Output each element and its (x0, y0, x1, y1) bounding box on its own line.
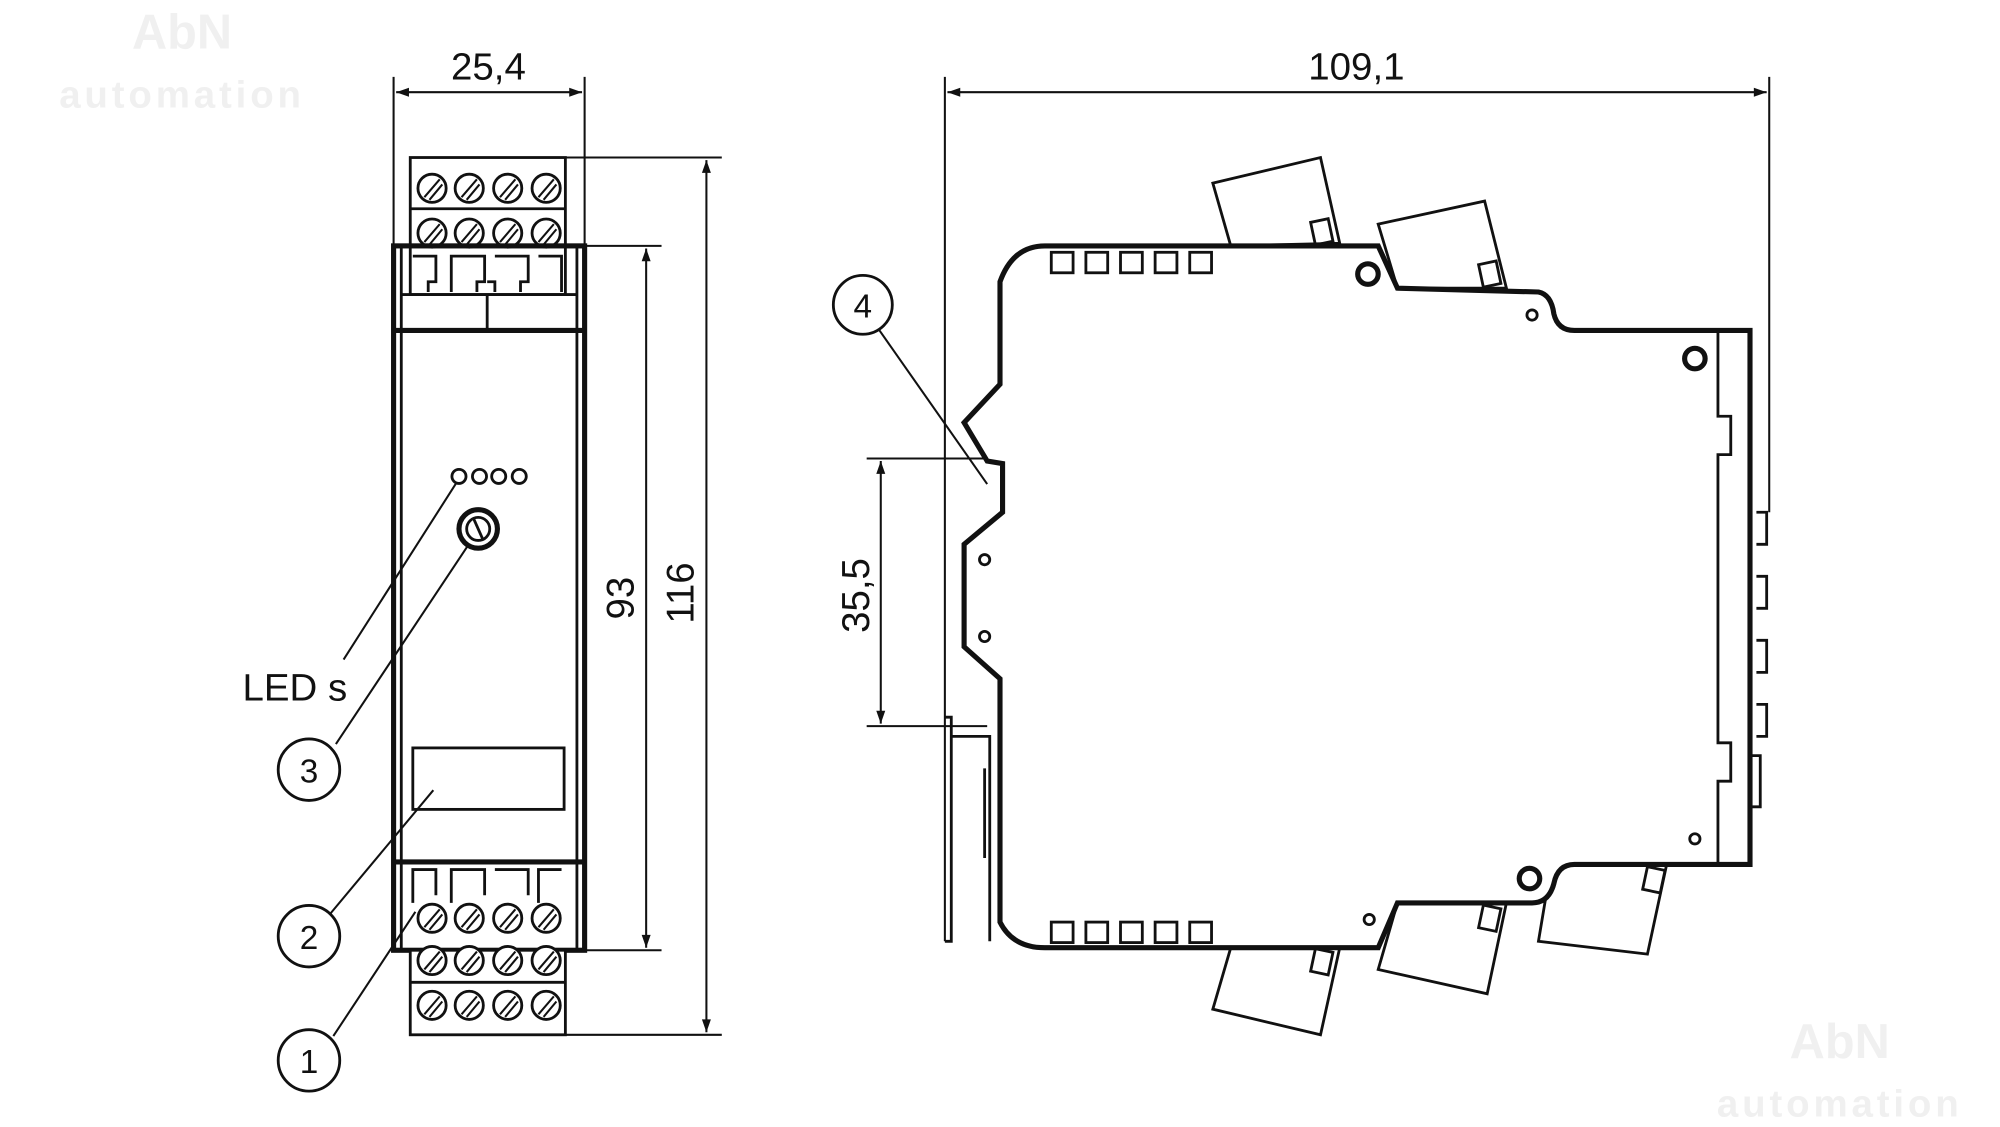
terminal-screw-icon (492, 217, 524, 249)
rail-dim-label: 35,5 (835, 558, 878, 633)
led-icon (510, 467, 528, 485)
front-view: 25,4 (243, 45, 722, 1093)
terminal-screw-icon (530, 902, 562, 934)
callout-4-label: 4 (854, 289, 873, 326)
callout-3 (276, 737, 342, 802)
watermark-text: AbN (132, 6, 232, 60)
hole-icon (1688, 832, 1702, 846)
top-terminal-openings (1049, 250, 1213, 275)
screw-icons-side (978, 261, 1708, 927)
screw-icon (1682, 345, 1708, 372)
screw-icon (1516, 865, 1543, 892)
terminal-opening (1049, 920, 1075, 944)
led-icon (450, 467, 468, 485)
terminal-screw-icon (453, 902, 485, 934)
bottom-terminal-openings (1049, 920, 1213, 944)
potentiometer-icon (456, 507, 501, 551)
callout-2 (276, 904, 342, 969)
side-view: 109,1 (831, 45, 1771, 1037)
callout-4 (831, 273, 894, 336)
terminal-screw-icon (416, 945, 448, 977)
hole-icon (978, 629, 992, 644)
watermark-top-left: AbN automation (59, 6, 305, 117)
screw-icon (1355, 261, 1381, 287)
terminal-screw-icon (453, 945, 485, 977)
watermark-bottom-right: AbN automation (1717, 1015, 1963, 1126)
inner-height-dimension: 93 (584, 244, 662, 952)
terminal-opening (1084, 250, 1110, 275)
total-height-dimension: 116 (565, 156, 722, 1036)
housing-front (391, 243, 588, 953)
terminal-screw-icon (530, 989, 562, 1021)
terminal-screw-icon (530, 172, 562, 204)
callout-1-label: 1 (300, 1044, 319, 1081)
led-icon (471, 467, 488, 485)
callout-3-label: 3 (300, 754, 319, 791)
terminal-screw-icon (530, 217, 562, 249)
width-dimension: 25,4 (392, 45, 586, 246)
hole-icon (1525, 308, 1539, 322)
terminal-screw-icon (453, 172, 485, 204)
width-dim-label: 25,4 (451, 45, 526, 88)
terminal-opening (1153, 250, 1179, 275)
watermark-text: automation (59, 74, 305, 117)
terminal-opening (1153, 920, 1179, 944)
terminal-opening (1119, 250, 1144, 275)
callouts-side: 4 (831, 273, 989, 485)
terminal-screw-icon (530, 945, 562, 977)
terminal-screw-icon (416, 217, 448, 249)
label-window (411, 746, 566, 811)
hole-icon (978, 553, 992, 567)
terminal-screw-icon (492, 902, 524, 934)
terminal-screw-icon (492, 172, 524, 204)
callouts-front: LED s 3 2 1 (243, 482, 469, 1093)
inner-height-label: 93 (599, 577, 642, 620)
terminal-opening (1188, 250, 1213, 275)
din-rail (944, 715, 992, 943)
terminal-opening (1119, 920, 1144, 944)
terminal-screw-icon (416, 989, 448, 1021)
bottom-terminal-block (408, 868, 567, 1037)
callout-1 (276, 1028, 342, 1093)
led-indicators (450, 467, 528, 485)
terminal-opening (1084, 920, 1110, 944)
terminal-screw-icon (453, 217, 485, 249)
side-tabs (1750, 510, 1769, 809)
top-terminal-block (408, 156, 567, 296)
depth-dimension: 109,1 (943, 45, 1771, 942)
terminal-screw-icon (416, 902, 448, 934)
hole-icon (1362, 912, 1376, 927)
watermark-text: AbN (1790, 1015, 1890, 1069)
led-icon (490, 467, 508, 485)
terminal-opening (1188, 920, 1213, 944)
terminal-screw-icon (492, 989, 524, 1021)
rail-inner-edge (1716, 330, 1733, 865)
watermark-text: automation (1717, 1083, 1963, 1126)
terminal-opening (1049, 250, 1075, 275)
callout-2-label: 2 (300, 920, 319, 957)
terminal-screw-icon (416, 172, 448, 204)
plug-connectors (1211, 155, 1669, 1037)
rail-dimension: 35,5 (835, 457, 988, 728)
terminal-screw-icon (453, 989, 485, 1021)
housing-side (960, 243, 1753, 951)
leds-label: LED s (243, 667, 348, 710)
depth-dim-label: 109,1 (1308, 45, 1404, 88)
total-height-label: 116 (660, 562, 703, 623)
terminal-screw-icon (492, 945, 524, 977)
